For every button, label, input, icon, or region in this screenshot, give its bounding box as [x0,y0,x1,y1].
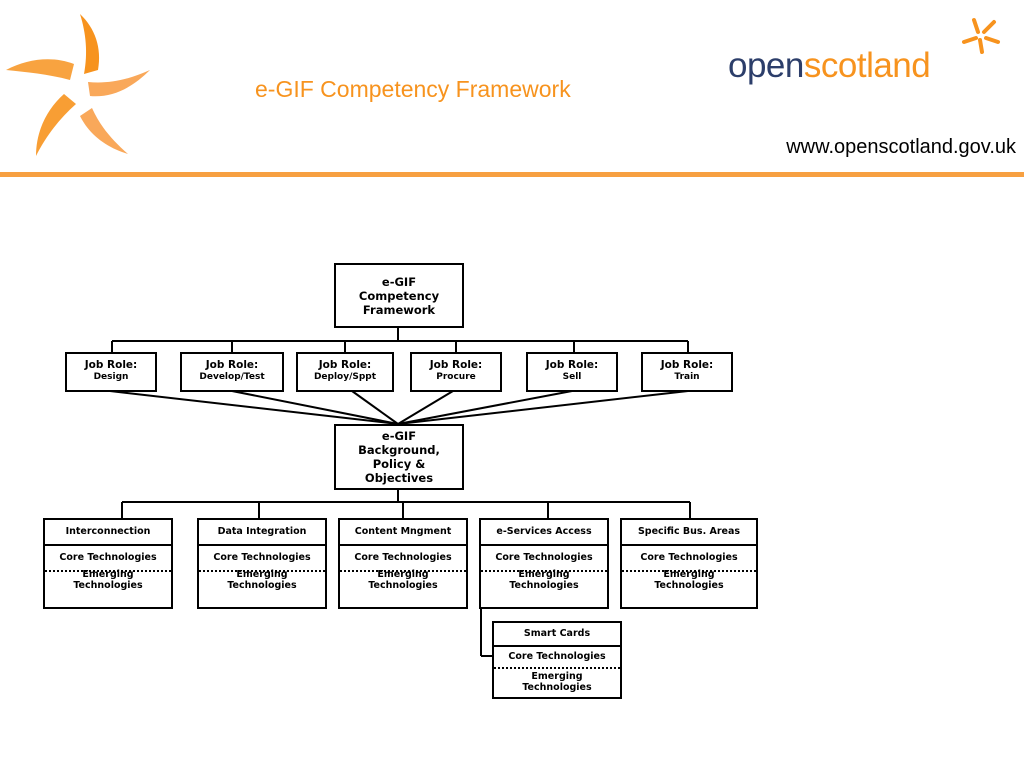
job-role-sell-box: Job Role: Sell [526,352,618,392]
core-technologies-label: Core Technologies [494,647,620,669]
job-role-label: Job Role: [660,359,714,371]
background-line-3: Policy & [372,457,426,471]
area-content-mngment-box: Content Mngment Core Technologies Emergi… [338,518,468,609]
emerging-line-1: Emerging [82,569,134,580]
area-title: Data Integration [199,520,325,546]
emerging-line-2: Technologies [654,580,724,591]
logo-text-open: open [728,46,804,85]
emerging-line-1: Emerging [377,569,429,580]
job-role-name: Design [93,372,129,382]
root-line-1: e-GIF [381,274,417,289]
openscotland-logo: openscotland [728,46,931,85]
root-line-2: Competency [358,288,440,303]
job-role-procure-box: Job Role: Procure [410,352,502,392]
emerging-line-1: Emerging [663,569,715,580]
area-e-services-access-box: e-Services Access Core Technologies Emer… [479,518,609,609]
core-technologies-label: Core Technologies [340,546,466,572]
core-technologies-label: Core Technologies [481,546,607,572]
job-role-name: Develop/Test [199,372,265,382]
area-title: Specific Bus. Areas [622,520,756,546]
background-line-1: e-GIF [381,429,417,443]
area-title: Smart Cards [494,623,620,647]
sub-area-smart-cards-box: Smart Cards Core Technologies Emerging T… [492,621,622,699]
emerging-technologies-label: Emerging Technologies [199,569,325,591]
job-role-name: Procure [436,372,476,382]
emerging-line-2: Technologies [227,580,297,591]
pinwheel-logo-icon [6,14,150,156]
area-title: Interconnection [45,520,171,546]
slide-title: e-GIF Competency Framework [255,76,571,102]
area-title: e-Services Access [481,520,607,546]
area-data-integration-box: Data Integration Core Technologies Emerg… [197,518,327,609]
job-role-label: Job Role: [429,359,483,371]
emerging-line-2: Technologies [73,580,143,591]
core-technologies-label: Core Technologies [45,546,171,572]
emerging-technologies-label: Emerging Technologies [494,669,620,693]
job-role-label: Job Role: [545,359,599,371]
emerging-line-2: Technologies [368,580,438,591]
emerging-line-2: Technologies [522,682,592,693]
core-technologies-label: Core Technologies [199,546,325,572]
area-title: Content Mngment [340,520,466,546]
job-role-name: Train [674,372,700,382]
job-role-name: Deploy/Sppt [313,372,377,382]
emerging-technologies-label: Emerging Technologies [340,569,466,591]
job-role-deploy-sppt-box: Job Role: Deploy/Sppt [296,352,394,392]
job-role-label: Job Role: [84,359,138,371]
root-line-3: Framework [362,302,436,317]
emerging-line-1: Emerging [531,671,583,682]
website-url[interactable]: www.openscotland.gov.uk [786,136,1016,158]
job-role-train-box: Job Role: Train [641,352,733,392]
framework-root-box: e-GIF Competency Framework [334,263,464,328]
emerging-line-1: Emerging [518,569,570,580]
background-policy-box: e-GIF Background, Policy & Objectives [334,424,464,490]
area-specific-bus-areas-box: Specific Bus. Areas Core Technologies Em… [620,518,758,609]
background-line-4: Objectives [364,471,434,485]
job-role-name: Sell [562,372,582,382]
emerging-technologies-label: Emerging Technologies [481,569,607,591]
background-line-2: Background, [358,443,440,457]
emerging-technologies-label: Emerging Technologies [45,569,171,591]
core-technologies-label: Core Technologies [622,546,756,572]
emerging-technologies-label: Emerging Technologies [622,569,756,591]
area-interconnection-box: Interconnection Core Technologies Emergi… [43,518,173,609]
job-role-design-box: Job Role: Design [65,352,157,392]
job-role-develop-test-box: Job Role: Develop/Test [180,352,284,392]
logo-text-scotland: scotland [803,46,931,85]
openscotland-star-icon [962,18,1000,54]
emerging-line-2: Technologies [509,580,579,591]
job-role-label: Job Role: [318,359,372,371]
header-divider [0,172,1024,177]
emerging-line-1: Emerging [236,569,288,580]
job-role-label: Job Role: [205,359,259,371]
